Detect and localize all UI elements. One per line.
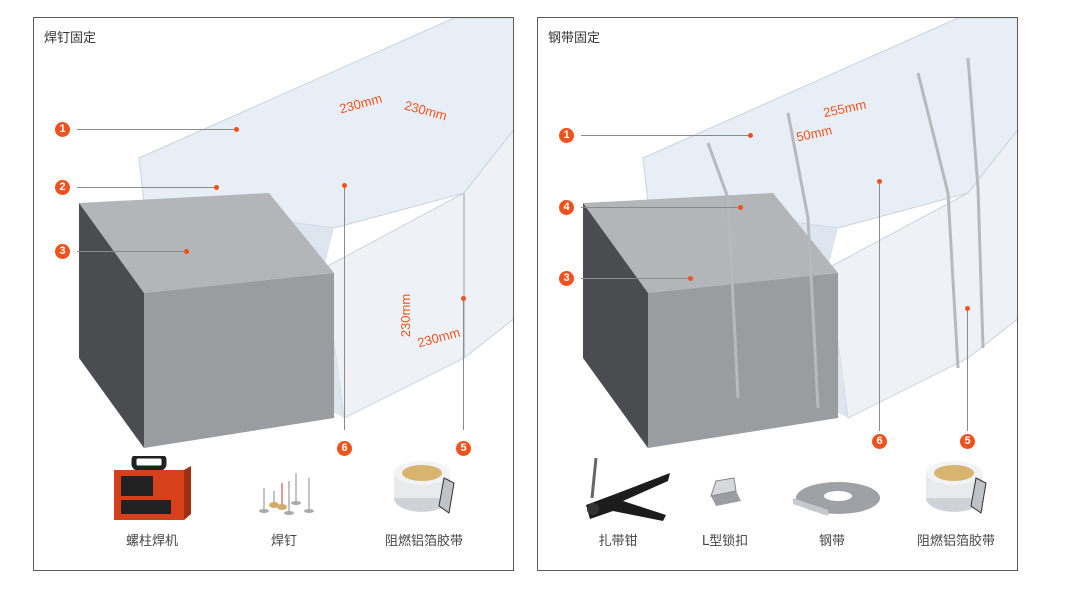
leader-dot-5 (965, 306, 970, 311)
duct-front (79, 203, 144, 448)
marker-1: 1 (559, 128, 574, 143)
duct-side (144, 273, 334, 448)
leader-6 (879, 181, 880, 431)
l-buckle-icon (710, 477, 741, 506)
tool-label: 焊钉 (270, 534, 297, 549)
duct-illustration (583, 18, 1017, 448)
leader-dot-4 (738, 205, 743, 210)
leader-2 (77, 187, 215, 188)
duct-top (583, 193, 838, 293)
tool-label: 钢带 (818, 534, 845, 549)
duct-top (79, 193, 334, 293)
leader-6 (344, 185, 345, 430)
leader-dot-2 (214, 185, 219, 190)
stud-welder-icon (114, 456, 191, 520)
leader-1 (77, 129, 235, 130)
marker-1: 1 (55, 122, 70, 137)
marker-2: 2 (55, 180, 70, 195)
leader-5 (967, 308, 968, 431)
leader-dot-3 (184, 249, 189, 254)
duct-illustration (79, 18, 513, 448)
marker-3: 3 (55, 244, 70, 259)
tool-label: 阻燃铝箔胶带 (916, 534, 995, 549)
panel-title: 钢带固定 (548, 31, 601, 46)
leader-dot-1 (234, 127, 239, 132)
tool-label: 阻燃铝箔胶带 (384, 534, 463, 549)
leader-dot-6 (342, 183, 347, 188)
marker-3: 3 (559, 271, 574, 286)
leader-dot-1 (748, 133, 753, 138)
leader-dot-6 (877, 179, 882, 184)
panel-title: 焊钉固定 (44, 31, 97, 46)
panel-steel-strap: 钢带固定 1 4 3 6 5 255mm 50mm (537, 17, 1018, 571)
marker-6: 6 (872, 434, 887, 449)
leader-1 (581, 135, 749, 136)
leader-dot-3 (688, 276, 693, 281)
leader-4 (581, 207, 739, 208)
aluminum-tape-icon (394, 461, 455, 514)
leader-3 (77, 251, 185, 252)
steel-straps (706, 57, 985, 409)
steel-strap-icon (793, 482, 880, 516)
marker-4: 4 (559, 200, 574, 215)
duct-front (583, 203, 648, 448)
tool-label: 螺柱焊机 (125, 534, 178, 549)
aluminum-tape-icon (926, 461, 987, 514)
leader-dot-5 (461, 296, 466, 301)
dimension-label: 230mm (398, 293, 414, 338)
banding-tool-icon (586, 457, 670, 521)
weld-pin-icon (259, 473, 314, 515)
leader-5 (463, 298, 464, 430)
marker-6: 6 (337, 441, 352, 456)
tool-label: 扎带钳 (598, 534, 638, 549)
marker-5: 5 (456, 441, 471, 456)
leader-3 (581, 278, 689, 279)
duct-side (648, 273, 838, 448)
panel-stud-welding: 焊钉固定 1 2 3 6 5 230mm 230mm 230mm 230mm (33, 17, 514, 571)
tool-label: L型锁扣 (701, 534, 749, 549)
marker-5: 5 (960, 434, 975, 449)
